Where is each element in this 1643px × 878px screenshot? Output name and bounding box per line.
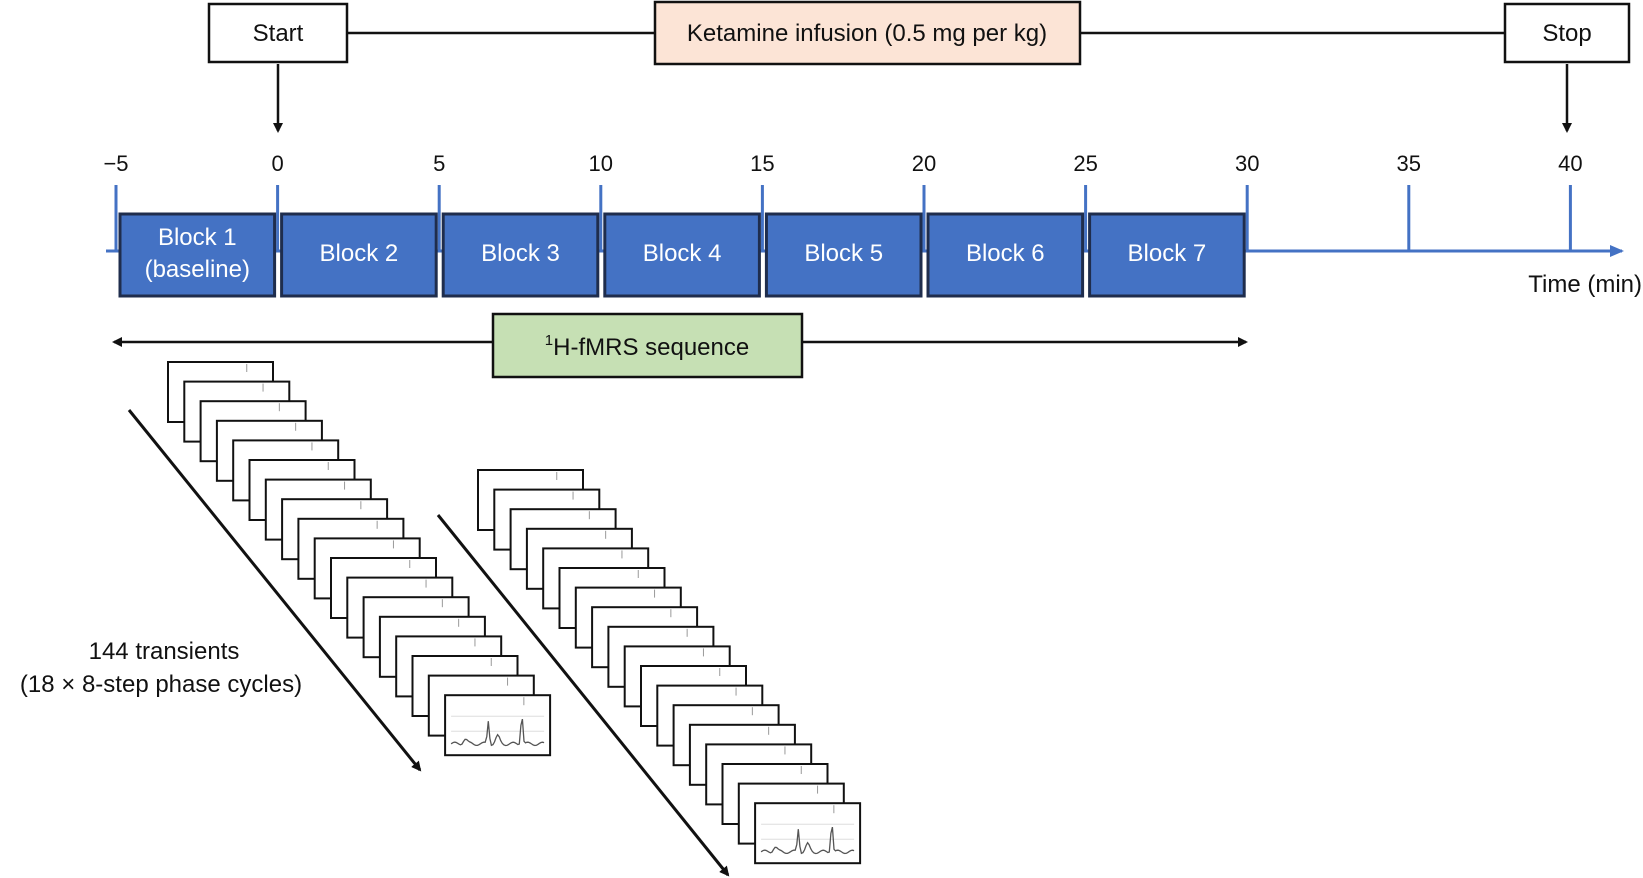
time-tick-label: 40 [1558, 151, 1582, 176]
transient-stack-1 [167, 361, 552, 757]
block-4: Block 4 [603, 212, 761, 298]
transients-label-line2: (18 × 8-step phase cycles) [20, 671, 302, 698]
start-label: Start [253, 20, 304, 47]
start-box: Start [207, 2, 349, 64]
time-tick-label: 10 [589, 151, 613, 176]
block-label: Block 7 [1128, 240, 1207, 267]
fmrs-sequence-text: H-fMRS sequence [553, 334, 749, 361]
time-tick-label: −5 [103, 151, 128, 176]
time-tick-label: 20 [912, 151, 936, 176]
block-rect [926, 212, 1085, 298]
time-tick-label: 0 [271, 151, 283, 176]
transients-label-line1: 144 transients [89, 638, 240, 665]
block-rect [1088, 212, 1246, 298]
time-axis-label: Time (min) [1528, 271, 1642, 298]
time-tick-label: 5 [433, 151, 445, 176]
transient-frame [444, 694, 552, 757]
stop-box: Stop [1503, 2, 1631, 64]
time-tick-label: 15 [750, 151, 774, 176]
time-tick-labels: −5 0 5 10 15 20 25 30 35 40 [103, 151, 1582, 176]
stop-label: Stop [1542, 20, 1591, 47]
block-label: Block 5 [804, 240, 883, 267]
block-label: Block 4 [643, 240, 722, 267]
block-3: Block 3 [441, 212, 600, 298]
block-5: Block 5 [764, 212, 923, 298]
block-rect [764, 212, 923, 298]
transient-stack-2 [477, 469, 862, 865]
ketamine-infusion-label: Ketamine infusion (0.5 mg per kg) [687, 20, 1047, 47]
fmrs-sequence-label: 1H-fMRS sequence [545, 332, 749, 361]
block-2: Block 2 [280, 212, 438, 298]
ketamine-infusion-box: Ketamine infusion (0.5 mg per kg) [653, 0, 1082, 66]
time-tick-label: 25 [1073, 151, 1097, 176]
block-sublabel: (baseline) [145, 256, 250, 283]
block-label: Block 2 [320, 240, 399, 267]
fmrs-sequence-box [491, 312, 804, 379]
block-label: Block 1 [158, 224, 237, 251]
time-ticks [114, 185, 1572, 252]
time-tick-label: 35 [1397, 151, 1421, 176]
block-1: Block 1 (baseline) [118, 212, 277, 298]
spectrum-trace [450, 718, 545, 747]
block-label: Block 6 [966, 240, 1045, 267]
block-7: Block 7 [1088, 212, 1246, 298]
fmrs-sequence-superscript: 1 [545, 332, 553, 349]
block-label: Block 3 [481, 240, 560, 267]
spectrum-trace [760, 826, 855, 855]
transient-frame [754, 802, 862, 865]
block-rect [280, 212, 438, 298]
transients-arrow-1 [127, 409, 422, 772]
transients-arrow-2 [436, 514, 730, 877]
block-6: Block 6 [926, 212, 1085, 298]
blocks: Block 1 (baseline) Block 2 Block 3 Block 4 Bl… [118, 212, 1246, 298]
block-rect [118, 212, 277, 298]
block-rect [441, 212, 600, 298]
block-rect [603, 212, 761, 298]
fmrs-sequence: 1H-fMRS sequence [112, 312, 1248, 379]
time-tick-label: 30 [1235, 151, 1259, 176]
